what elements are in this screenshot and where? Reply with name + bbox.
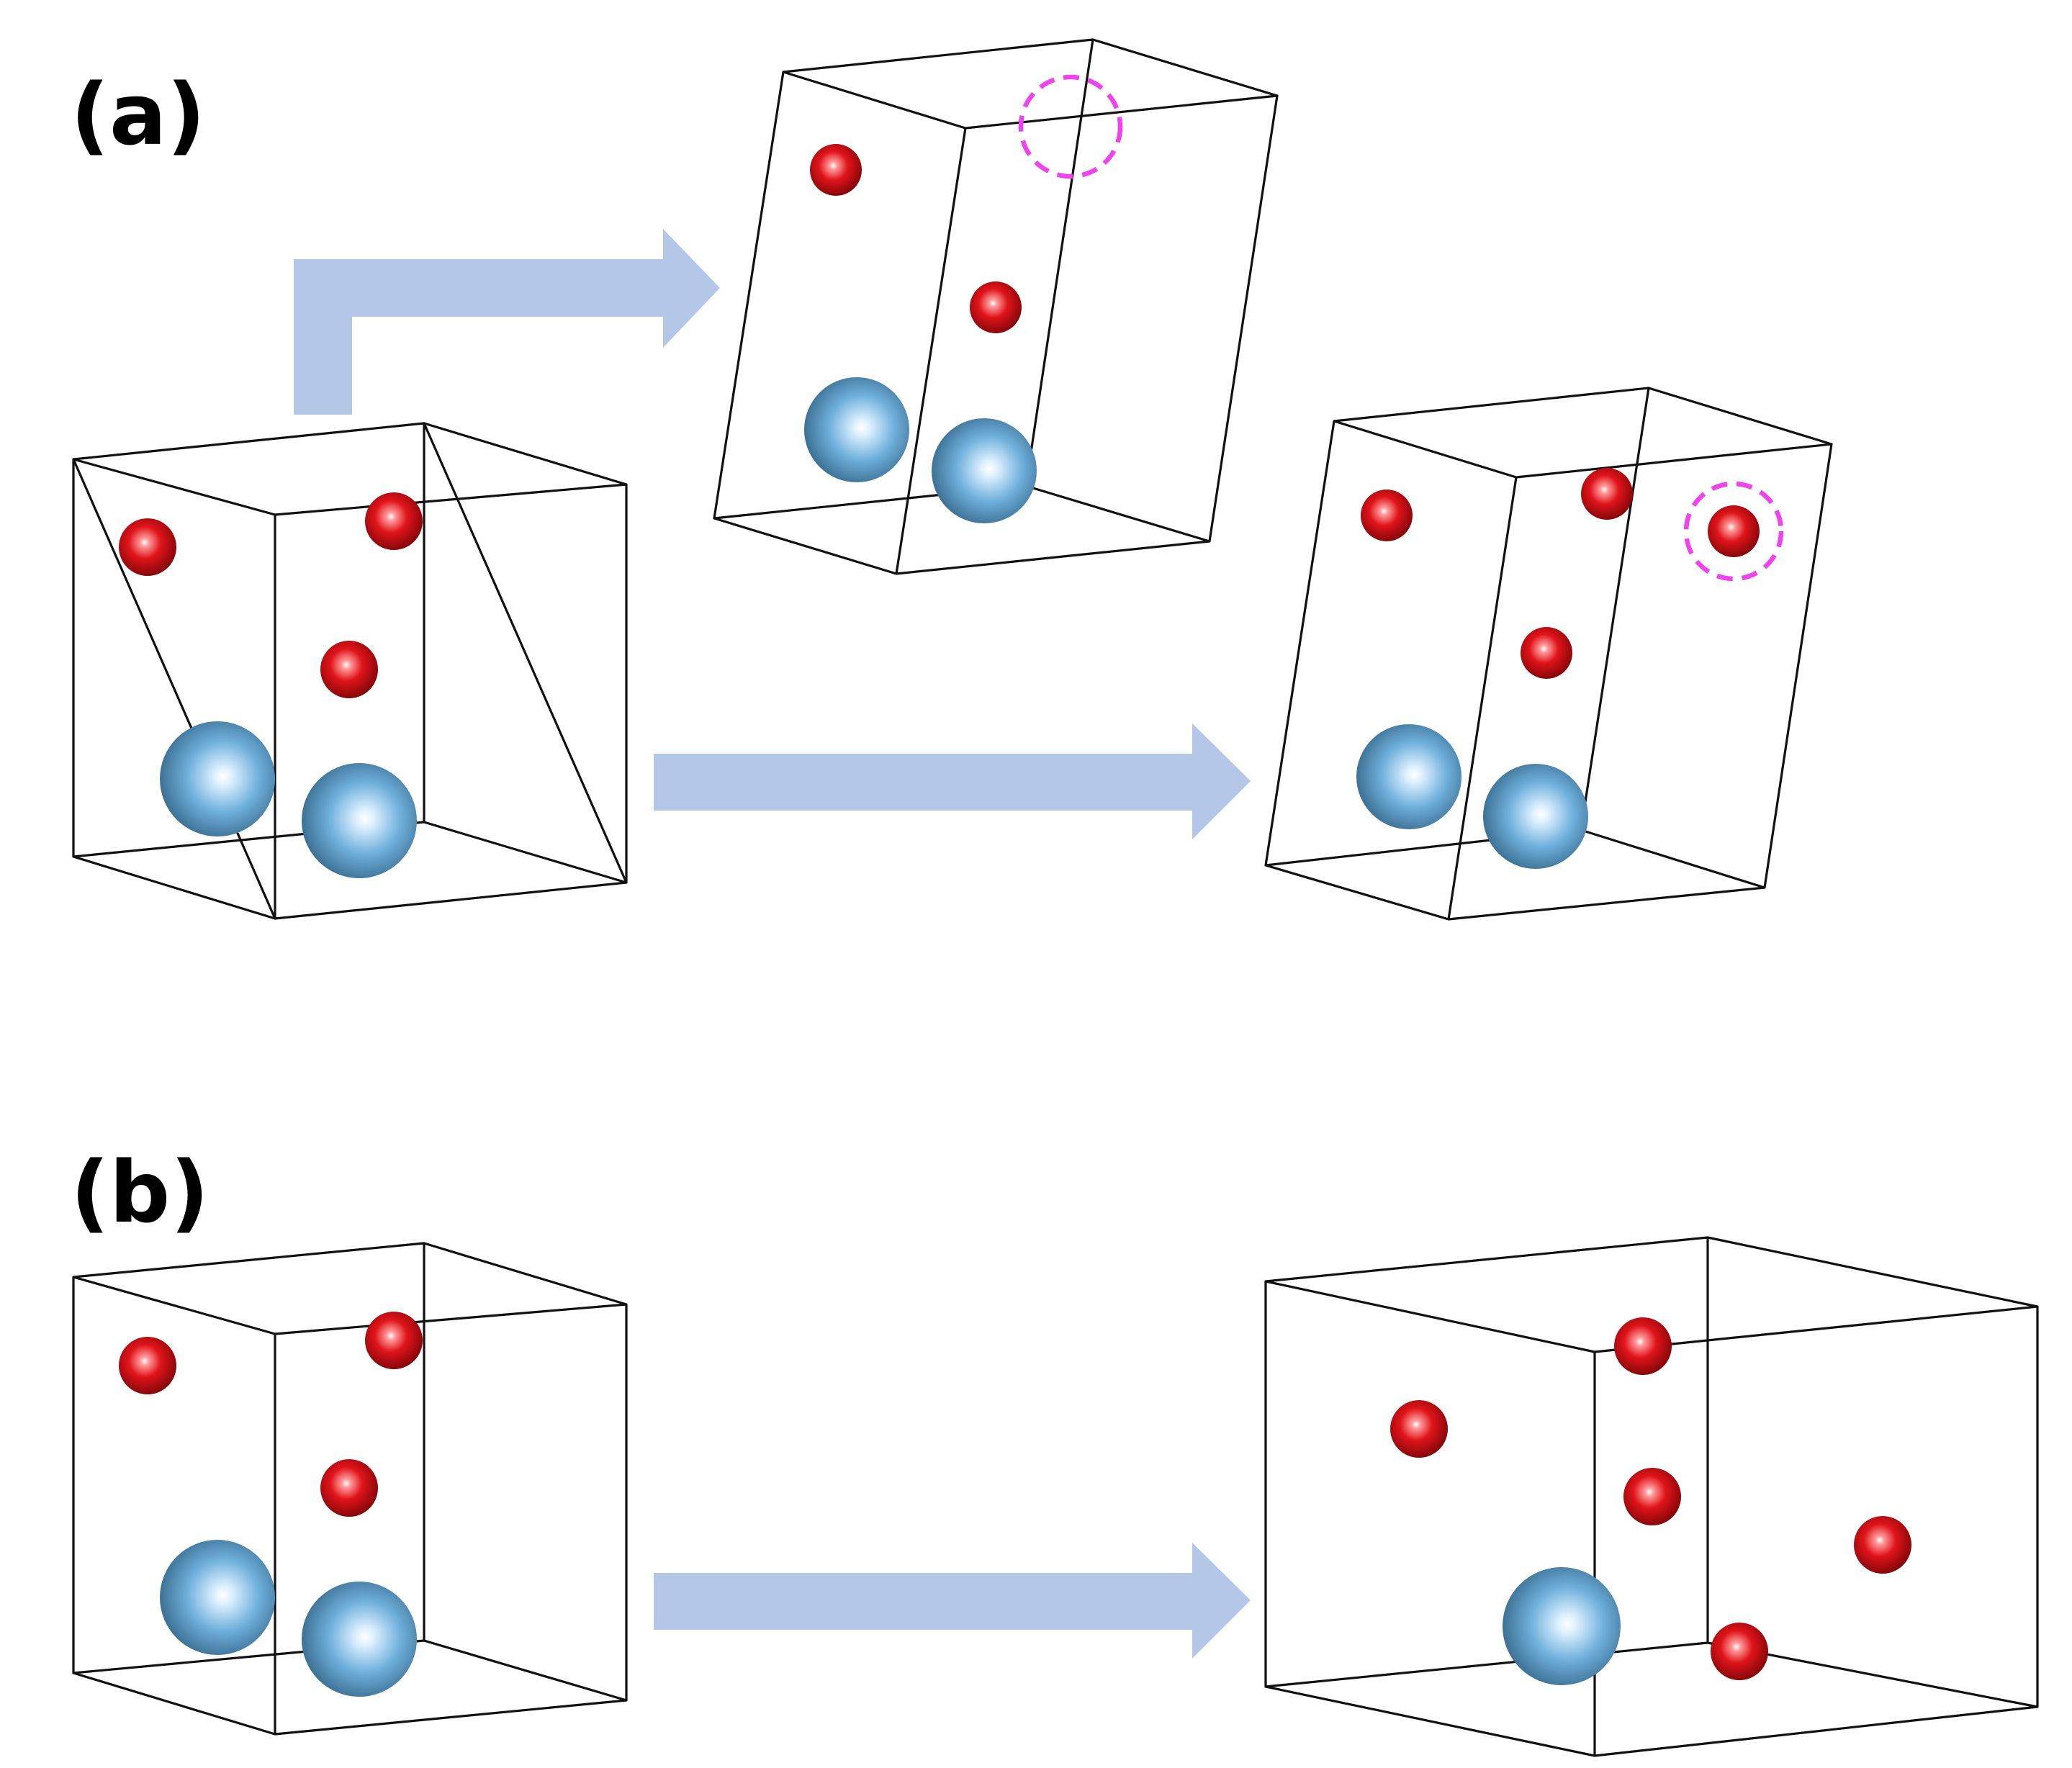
metal-atom <box>932 418 1037 523</box>
cell-a-substituted <box>1264 387 1833 921</box>
panel-b: (b) <box>71 1142 2039 1757</box>
right-arrow-body <box>654 723 1251 839</box>
oxygen-atom <box>119 1337 176 1394</box>
metal-atom <box>302 1582 417 1697</box>
cell-edges <box>1264 387 1833 921</box>
cell-b-expanded <box>1264 1236 2039 1757</box>
oxygen-atom <box>1361 490 1413 541</box>
oxygen-atom <box>119 518 176 576</box>
atoms <box>804 144 1037 523</box>
oxygen-atom <box>1581 468 1633 520</box>
metal-atom <box>160 1540 275 1655</box>
oxygen-atom <box>970 281 1022 333</box>
oxygen-atom-highlighted <box>1708 505 1760 557</box>
cell-edges <box>72 422 628 920</box>
panel-a-label: (a) <box>71 65 206 164</box>
right-arrow <box>654 1543 1251 1659</box>
metal-atom <box>1356 724 1461 829</box>
cell-a-vacancy <box>713 38 1279 575</box>
oxygen-atom <box>1623 1468 1681 1525</box>
oxygen-atom <box>1390 1400 1448 1458</box>
atoms <box>1390 1317 1911 1685</box>
metal-atom <box>1483 764 1588 869</box>
atoms <box>1356 468 1760 869</box>
oxygen-atom <box>1521 627 1572 679</box>
metal-atom <box>160 721 275 836</box>
oxygen-atom <box>1711 1623 1768 1680</box>
cell-edges <box>713 38 1279 575</box>
oxygen-atom <box>320 1459 378 1517</box>
oxygen-atom <box>320 641 378 698</box>
oxygen-atom <box>810 144 862 196</box>
panel-b-label: (b) <box>71 1142 209 1242</box>
elbow-arrow <box>294 229 720 415</box>
atoms <box>119 1312 423 1697</box>
panel-a: (a) <box>71 38 1833 921</box>
metal-atom <box>804 377 909 482</box>
oxygen-atom <box>1614 1317 1672 1375</box>
cell-edges <box>72 1242 628 1736</box>
oxygen-atom <box>365 492 423 550</box>
metal-atom <box>1503 1567 1621 1685</box>
metal-atom <box>302 763 417 878</box>
vacancy-marker <box>1018 74 1123 179</box>
oxygen-atom <box>365 1312 423 1369</box>
oxygen-atom <box>1854 1516 1911 1574</box>
atoms <box>119 492 423 878</box>
cell-b-original <box>72 1242 628 1736</box>
substitution-marker <box>1683 481 1784 582</box>
cell-a-original <box>72 422 628 920</box>
cell-edges <box>1264 1236 2039 1757</box>
